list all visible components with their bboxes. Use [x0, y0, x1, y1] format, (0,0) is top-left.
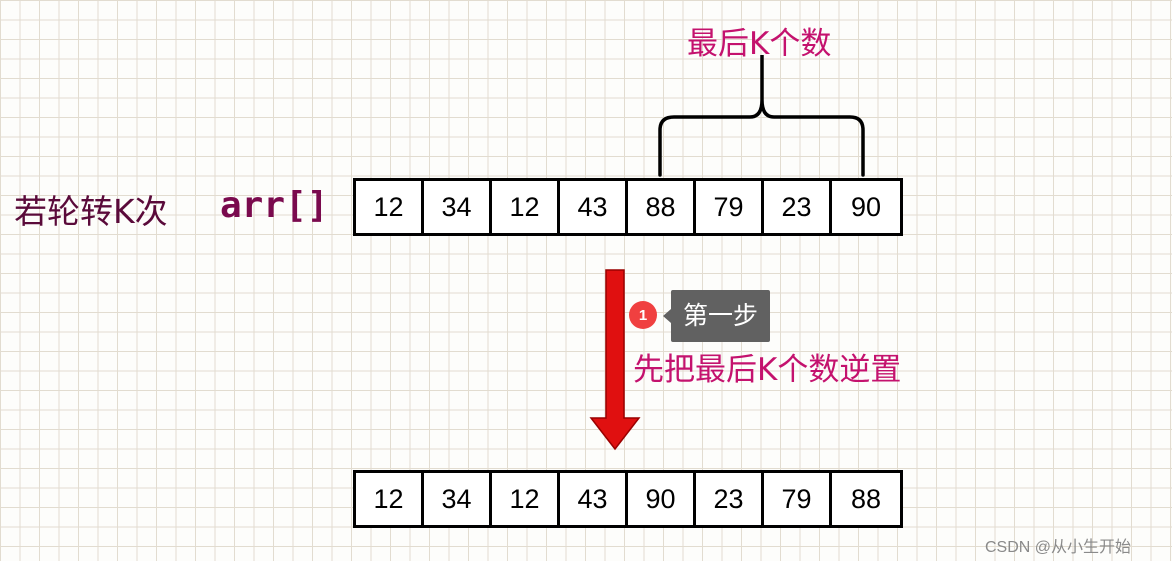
step-description: 先把最后K个数逆置 [633, 352, 902, 388]
array-cell: 12 [356, 181, 424, 233]
top-array: 12 34 12 43 88 79 23 90 [353, 178, 903, 236]
array-cell: 12 [492, 181, 560, 233]
array-cell: 23 [696, 473, 764, 525]
step-tooltip: 第一步 [671, 290, 771, 342]
array-cell: 88 [850, 483, 882, 514]
array-cell: 43 [560, 473, 628, 525]
bottom-array: 12 34 12 43 90 23 79 88 [353, 470, 903, 528]
array-cell: 34 [424, 181, 492, 233]
down-arrow [589, 269, 641, 451]
curly-brace [658, 55, 865, 177]
array-cell: 23 [764, 181, 832, 233]
array-cell: 43 [560, 181, 628, 233]
array-name: arr[] [220, 185, 329, 226]
array-cell: 79 [696, 181, 764, 233]
watermark: CSDN @从小生开始 [985, 539, 1132, 556]
array-cell: 88 [628, 181, 696, 233]
array-cell: 12 [492, 473, 560, 525]
array-cell: 34 [424, 473, 492, 525]
step-badge: 1 [629, 301, 657, 329]
array-cell: 79 [764, 473, 832, 525]
brace-label: 最后K个数 [687, 26, 832, 62]
array-cell: 90 [628, 473, 696, 525]
left-label: 若轮转K次 [14, 192, 168, 231]
array-cell: 12 [356, 473, 424, 525]
array-cell: 90 [850, 191, 882, 222]
tooltip-tail [663, 309, 671, 323]
